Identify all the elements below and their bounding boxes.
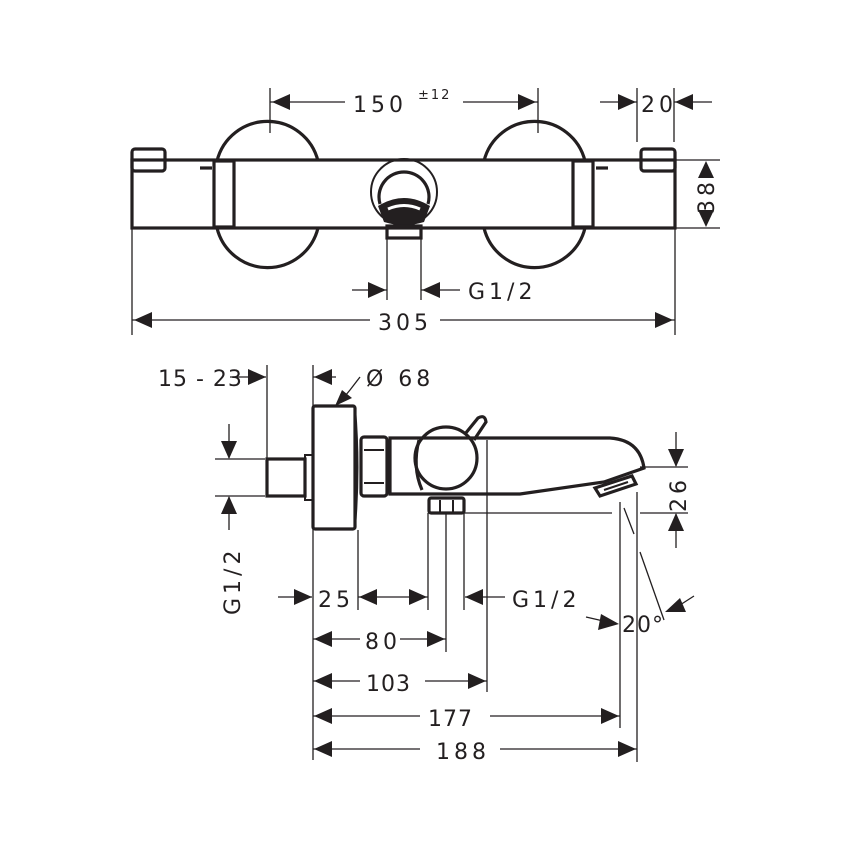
dim-outlet-thread: G1/2	[468, 280, 536, 305]
union-nut	[359, 435, 389, 498]
left-handle-ring	[212, 159, 236, 229]
left-end-cap	[130, 147, 167, 173]
side-view: 15 - 23 Ø 68 G1/2 25 G1/2 26	[158, 365, 695, 765]
right-escutcheon-top-arc	[482, 119, 587, 162]
inlet-stub	[265, 457, 307, 498]
right-handle-ring	[571, 159, 595, 229]
dim-lower-outlet-thread: G1/2	[512, 588, 580, 613]
escutcheon	[311, 404, 357, 531]
mixer-body-spout	[388, 436, 646, 496]
dim-body-height: 38	[695, 178, 720, 214]
dim-overall-projection: 188	[436, 740, 490, 765]
thermostat-handle	[413, 425, 479, 491]
dim-to-handle-axis: 103	[366, 672, 411, 697]
aerator	[592, 474, 639, 498]
dim-center-tolerance: ±12	[418, 88, 451, 103]
dim-spout-angle: 20°	[622, 613, 664, 638]
dim-end-cap-width: 20	[641, 93, 677, 118]
lower-outlet-nut	[427, 496, 466, 515]
dim-spout-outlet-height: 26	[667, 476, 692, 512]
left-escutcheon-bottom-arc	[215, 227, 320, 270]
dim-center-distance: 150	[353, 93, 407, 118]
right-escutcheon-bottom-arc	[482, 227, 587, 270]
dim-inlet-thread: G1/2	[221, 547, 246, 615]
dim-escutcheon-depth: 25	[318, 588, 354, 613]
handle-lever	[463, 415, 488, 441]
dim-wall-offset: 15 - 23	[158, 367, 243, 392]
top-view: 150 ±12 20 38 G1/2 305	[130, 88, 720, 336]
hose-connector	[370, 158, 438, 300]
dim-overall-length: 305	[378, 311, 432, 336]
left-escutcheon-top-arc	[215, 119, 320, 162]
dim-to-spout-tip: 177	[428, 707, 473, 732]
dim-to-lower-outlet: 80	[365, 630, 401, 655]
dim-escutcheon-diameter: Ø 68	[366, 367, 434, 392]
